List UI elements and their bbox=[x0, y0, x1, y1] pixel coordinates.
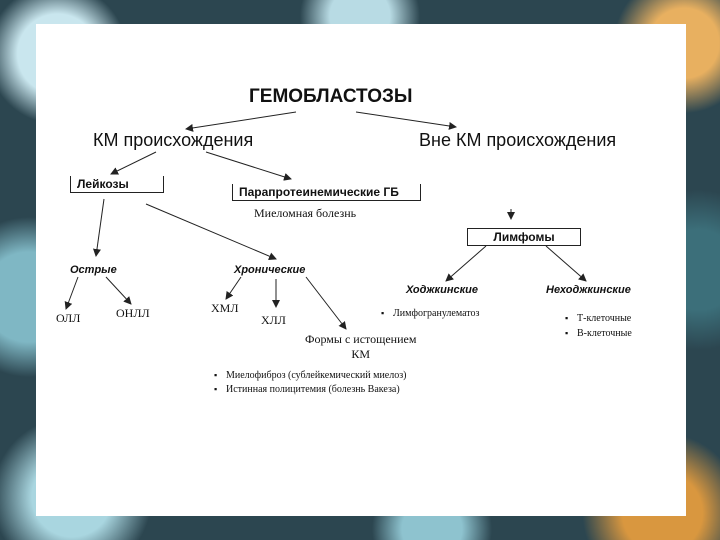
lymphomas-box: Лимфомы bbox=[467, 228, 581, 246]
arrow-km-to-paraprotein bbox=[205, 151, 292, 181]
km-origin-heading: КМ происхождения bbox=[93, 130, 254, 150]
non-hodgkin-label: Неходжкинские bbox=[546, 284, 631, 296]
oll-label: ОЛЛ bbox=[56, 311, 81, 325]
diagram-title: ГЕМОБЛАСТОЗЫ bbox=[249, 86, 413, 107]
leukoses-box: Лейкозы bbox=[70, 176, 164, 193]
arrow-acute-to-oll bbox=[64, 276, 79, 310]
arrow-chronic-to-hml bbox=[225, 276, 242, 300]
myelofibrosis-item: Миелофиброз (сублейкемический миелоз) bbox=[214, 370, 406, 381]
connector-lines bbox=[64, 111, 587, 330]
slide-canvas: ГЕМОБЛАСТОЗЫ КМ происхождения Вне КМ про… bbox=[36, 24, 686, 516]
arrow-acute-to-onll bbox=[105, 276, 132, 305]
paraprotein-box: Парапротеинемические ГБ bbox=[232, 184, 421, 201]
depletion-line-1: Формы с истощением bbox=[305, 332, 417, 346]
polycythemia-item: Истинная полицитемия (болезнь Вакеза) bbox=[214, 384, 400, 395]
hodgkin-label: Ходжкинские bbox=[406, 284, 479, 296]
depletion-line-2: КМ bbox=[351, 347, 371, 361]
arrow-title-to-non-km bbox=[355, 111, 457, 130]
arrow-lymphomas-to-non-hodgkin bbox=[545, 245, 587, 282]
acute-label: Острые bbox=[70, 264, 117, 276]
arrow-title-to-km bbox=[185, 111, 297, 132]
arrow-leukoses-to-acute bbox=[93, 198, 105, 257]
lymphogranulomatosis-item: Лимфогранулематоз bbox=[381, 308, 480, 319]
t-cell-item: Т-клеточные bbox=[565, 313, 631, 324]
depletion-label: Формы с истощением КМ bbox=[305, 332, 416, 362]
arrow-km-to-leukoses bbox=[110, 151, 157, 175]
myeloma-label: Миеломная болезнь bbox=[254, 206, 357, 220]
b-cell-item: В-клеточные bbox=[565, 328, 632, 339]
hll-label: ХЛЛ bbox=[261, 313, 286, 327]
chronic-label: Хронические bbox=[234, 264, 306, 276]
onll-label: ОНЛЛ bbox=[116, 306, 150, 320]
arrow-lymphomas-to-hodgkin bbox=[445, 245, 487, 282]
arrow-leukoses-to-chronic bbox=[145, 203, 277, 260]
hml-label: ХМЛ bbox=[211, 301, 239, 315]
arrow-chronic-to-depletion bbox=[305, 276, 347, 330]
non-km-origin-heading: Вне КМ происхождения bbox=[419, 130, 617, 150]
